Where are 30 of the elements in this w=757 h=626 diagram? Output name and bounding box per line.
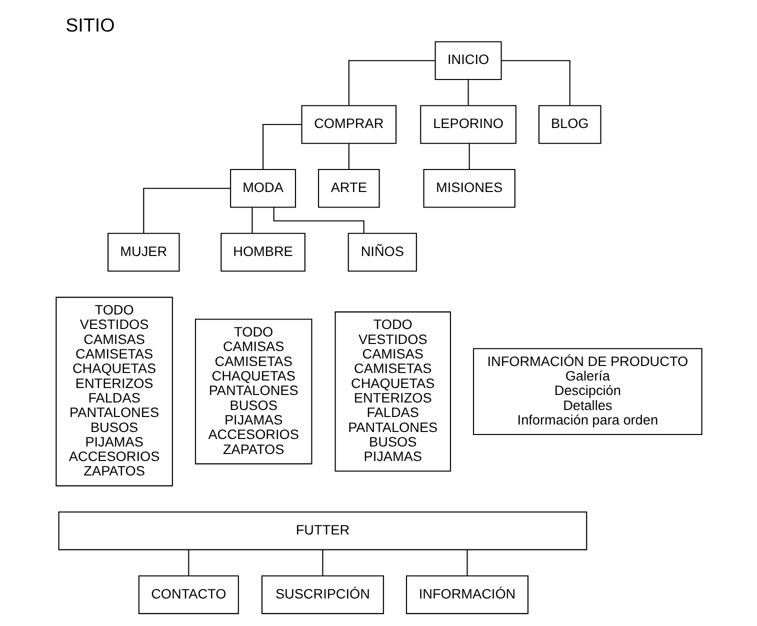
node-box: CONTACTO [138,575,238,614]
node-box: BLOG [538,105,601,144]
connector [262,124,301,170]
diagram-title: SITIO [65,14,114,36]
node-box: MUJER [107,232,180,272]
node-box: TODO VESTIDOS CAMISAS CAMISETAS CHAQUETAS ENTERIZOS FALDAS PANTALONES BUSOS PIJAMAS ACCESORIOS ZAPATOS [55,296,172,486]
node-box: HOMBRE [220,232,305,272]
connector [348,144,349,170]
connector [348,60,435,106]
connector [322,550,323,576]
connector [466,550,468,576]
node-box: INFORMACIÓN [405,575,528,614]
node-box: ARTE [318,169,380,208]
node-box: SUSCRIPCIÓN [260,575,384,614]
node-box: NIÑOS [347,232,416,272]
connector [467,80,468,106]
node-box: TODO VESTIDOS CAMISAS CAMISETAS CHAQUETAS ENTERIZOS FALDAS PANTALONES BUSOS PIJAMAS [334,311,450,472]
node-box: TODO CAMISAS CAMISETAS CHAQUETAS PANTALONES BUSOS PIJAMAS ACCESORIOS ZAPATOS [194,318,312,464]
connector [468,144,470,170]
connector [142,188,230,234]
node-box: INFORMACIÓN DE PRODUCTO Galería Descipción Detalles Información para orden [472,348,702,435]
connector [251,208,252,234]
node-box: FUTTER [58,511,587,550]
node-box: MODA [230,169,296,208]
connector [188,550,189,576]
node-box: INICIO [434,41,502,80]
connector [501,60,570,106]
node-box: LEPORINO [420,105,516,144]
node-box: MISIONES [422,169,515,208]
node-box: COMPRAR [300,105,396,144]
